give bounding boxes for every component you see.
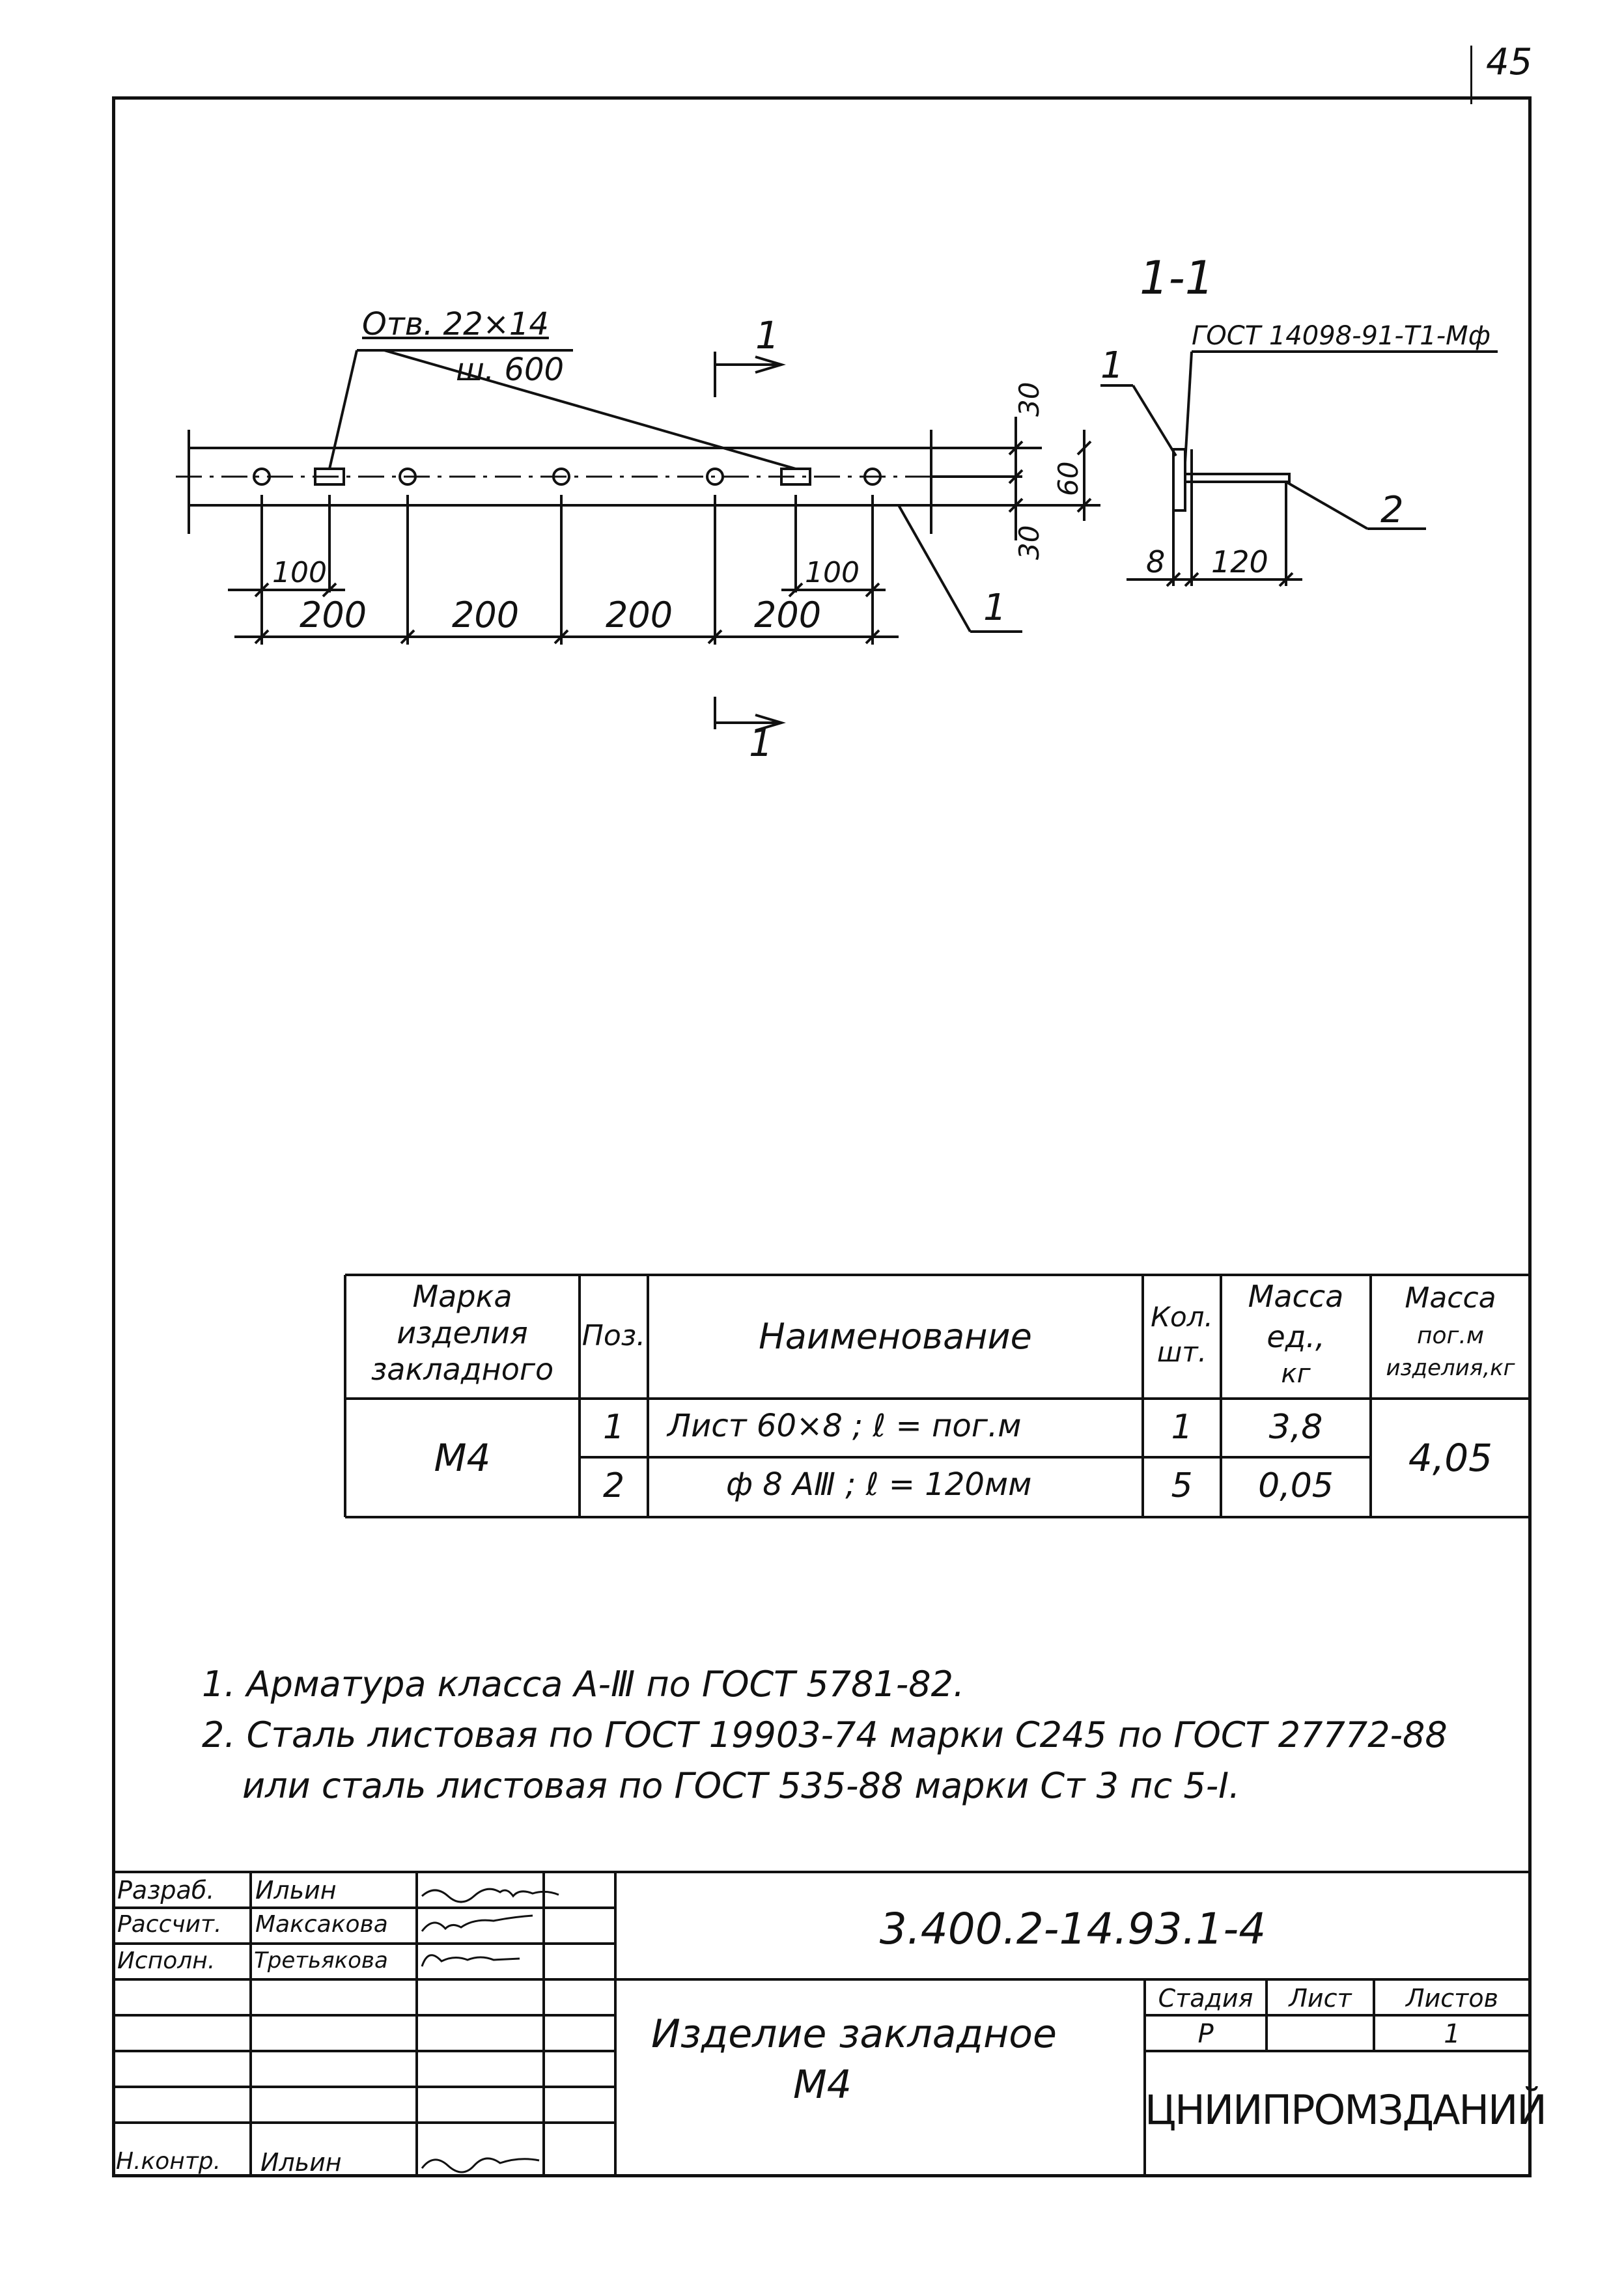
row2-qty: 5 [1171,1466,1193,1505]
th-unit-mass-2: ед., [1267,1319,1325,1354]
tb-sheets-label: Листов [1406,1984,1498,2013]
row1-qty: 1 [1171,1408,1193,1447]
dim-span-4: 200 [754,594,822,635]
th-unit-mass-1: Масса [1248,1279,1344,1314]
row2-pos: 2 [602,1466,625,1505]
dim-plate-8: 8 [1146,544,1166,579]
tb-sheet-label: Лист [1289,1984,1352,2013]
th-qty-1: Кол. [1151,1301,1213,1333]
dim-height-60: 60 [1052,461,1084,496]
tb-title-line2: М4 [793,2062,852,2108]
hole-callout-line1: Отв. 22×14 [362,306,549,342]
th-mass-m-3: изделия,кг [1386,1355,1515,1381]
note-2: 2. Сталь листовая по ГОСТ 19903-74 марки… [202,1714,1448,1755]
section-marker-bottom: 1 [749,721,773,765]
th-mass-m-1: Масса [1405,1281,1496,1315]
tb-name-1: Ильин [255,1876,337,1905]
tb-control-name: Ильин [260,2148,342,2177]
section-marker-top: 1 [755,313,779,357]
tb-control-role: Н.контр. [116,2148,221,2175]
position-2-section: 2 [1380,489,1404,531]
tb-stage-value: Р [1197,2019,1214,2049]
th-mark-1: Марка [412,1279,512,1314]
th-qty-2: шт. [1156,1336,1207,1368]
page-number: 45 [1486,41,1533,83]
row1-unit-mass: 3,8 [1268,1408,1323,1447]
tb-sheets-value: 1 [1444,2019,1461,2049]
th-mark-2: изделия [397,1315,528,1350]
dim-span-3: 200 [606,594,673,635]
tb-name-3: Третьякова [254,1948,388,1974]
drawing-frame [112,96,1532,2177]
tb-title-line1: Изделие закладное [651,2011,1057,2057]
spec-mass-per-m: 4,05 [1408,1436,1493,1480]
row2-name: ф 8 АⅢ ; ℓ = 120мм [726,1466,1032,1503]
hole-callout-line2: ш. 600 [456,352,565,388]
th-name: Наименование [759,1316,1032,1357]
tb-organization: ЦНИИПРОМЗДАНИЙ [1145,2086,1547,2134]
dim-bar-120: 120 [1211,544,1268,579]
weld-callout: ГОСТ 14098-91-Т1-Мф [1192,321,1491,351]
dim-left-100: 100 [272,556,327,589]
section-title: 1-1 [1140,251,1214,305]
page-number-tab [1470,46,1472,104]
tb-stage-label: Стадия [1158,1984,1253,2013]
dim-span-1: 200 [300,594,367,635]
tb-doc-code: 3.400.2-14.93.1-4 [879,1904,1267,1954]
tb-role-1: Разраб. [117,1876,215,1905]
position-1-plan: 1 [983,587,1007,629]
row1-name: Лист 60×8 ; ℓ = пог.м [667,1408,1022,1444]
dim-bottom-30: 30 [1013,525,1045,560]
dim-right-100: 100 [805,556,860,589]
tb-role-2: Рассчит. [117,1911,222,1938]
th-pos: Поз. [581,1319,646,1352]
note-1: 1. Арматура класса А-Ⅲ по ГОСТ 5781-82. [202,1664,965,1705]
th-mark-3: закладного [371,1352,554,1387]
th-mass-m-2: пог.м [1416,1322,1485,1349]
tb-name-2: Максакова [255,1911,388,1938]
note-3: или сталь листовая по ГОСТ 535-88 марки … [242,1765,1240,1806]
tb-role-3: Исполн. [117,1948,216,1974]
dim-span-2: 200 [452,594,520,635]
th-unit-mass-3: кг [1281,1359,1311,1389]
row1-pos: 1 [602,1408,625,1447]
signatures [421,1888,559,2173]
spec-mark: М4 [434,1436,491,1480]
dim-top-30: 30 [1013,382,1045,417]
row2-unit-mass: 0,05 [1258,1466,1334,1505]
position-1-section: 1 [1100,344,1124,387]
